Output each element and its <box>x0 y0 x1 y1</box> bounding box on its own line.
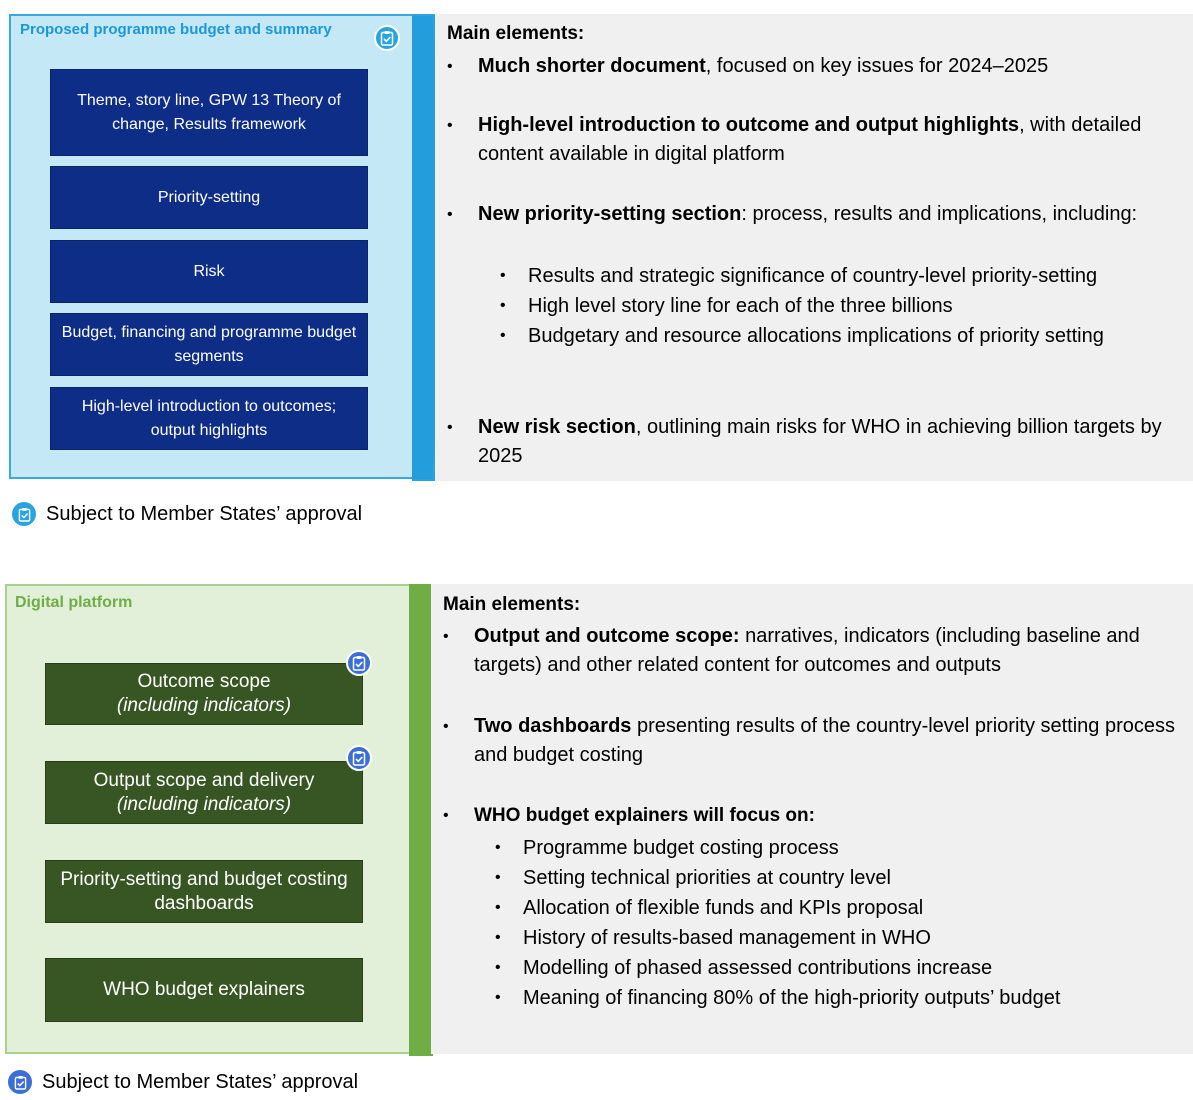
bottom-bullet-2: •Two dashboards presenting results of th… <box>443 715 1176 766</box>
bottom-main-elements-panel <box>431 584 1193 1054</box>
bottom-bullet-3: •WHO budget explainers will focus on: <box>443 805 815 826</box>
clipboard-check-icon <box>346 745 372 771</box>
bottom-bullet-1: •Output and outcome scope: narratives, i… <box>443 625 1140 676</box>
top-approval-text: Subject to Member States’ approval <box>46 502 363 525</box>
top-sub-bullet-1: •Results and strategic significance of c… <box>500 265 1098 287</box>
high-level-introduction-box: High-level introduction to outcomes; out… <box>50 387 368 450</box>
top-approval-caption: Subject to Member States’ approval <box>12 502 362 526</box>
output-scope-box: Output scope and delivery (including ind… <box>45 761 363 824</box>
clipboard-check-icon <box>346 650 372 676</box>
clipboard-check-icon <box>12 502 36 526</box>
bottom-sub-bullet-3: •Allocation of flexible funds and KPIs p… <box>495 897 924 919</box>
bottom-approval-text: Subject to Member States’ approval <box>42 1070 359 1093</box>
risk-box: Risk <box>50 240 368 303</box>
top-bullet-2: •High-level introduction to outcome and … <box>447 114 1142 165</box>
top-bullet-1: •Much shorter document, focused on key i… <box>447 55 1049 77</box>
top-main-elements-panel <box>435 14 1193 481</box>
top-bullet-4: •New risk section, outlining main risks … <box>447 416 1162 467</box>
clipboard-check-icon <box>8 1070 32 1094</box>
budget-explainers-label: WHO budget explainers <box>103 979 305 1000</box>
bottom-main-elements-heading: Main elements: <box>443 594 581 615</box>
priority-dashboards-box: Priority-setting and budget costing dash… <box>45 860 363 923</box>
priority-setting-box: Priority-setting <box>50 166 368 229</box>
bottom-sub-bullet-2: •Setting technical priorities at country… <box>495 867 891 889</box>
budget-financing-box: Budget, financing and programme budget s… <box>50 313 368 376</box>
priority-dashboards-label: Priority-setting and budget costing dash… <box>60 868 348 914</box>
bottom-approval-caption: Subject to Member States’ approval <box>8 1070 358 1094</box>
outcome-scope-box: Outcome scope (including indicators) <box>45 663 363 725</box>
output-scope-label: Output scope and delivery <box>93 769 315 791</box>
bottom-sub-bullet-1: •Programme budget costing process <box>495 837 839 859</box>
top-bullet-3: •New priority-setting section: process, … <box>447 203 1138 225</box>
outcome-scope-sub: (including indicators) <box>116 695 292 716</box>
output-scope-sub: (including indicators) <box>116 793 292 815</box>
bottom-sub-bullet-6: •Meaning of financing 80% of the high-pr… <box>495 987 1061 1009</box>
clipboard-check-icon <box>374 25 400 51</box>
budget-explainers-box: WHO budget explainers <box>45 958 363 1022</box>
bottom-sub-bullet-4: •History of results-based management in … <box>495 927 931 949</box>
top-sub-bullet-3: •Budgetary and resource allocations impl… <box>500 325 1104 347</box>
programme-budget-title: Proposed programme budget and summary <box>20 21 332 38</box>
top-main-elements-heading: Main elements: <box>447 23 585 44</box>
theme-story-line-box: Theme, story line, GPW 13 Theory of chan… <box>50 69 368 156</box>
bottom-sub-bullet-5: •Modelling of phased assessed contributi… <box>495 957 993 979</box>
outcome-scope-label: Outcome scope <box>137 671 271 692</box>
top-sub-bullet-2: •High level story line for each of the t… <box>500 295 953 317</box>
digital-platform-title: Digital platform <box>15 594 133 611</box>
